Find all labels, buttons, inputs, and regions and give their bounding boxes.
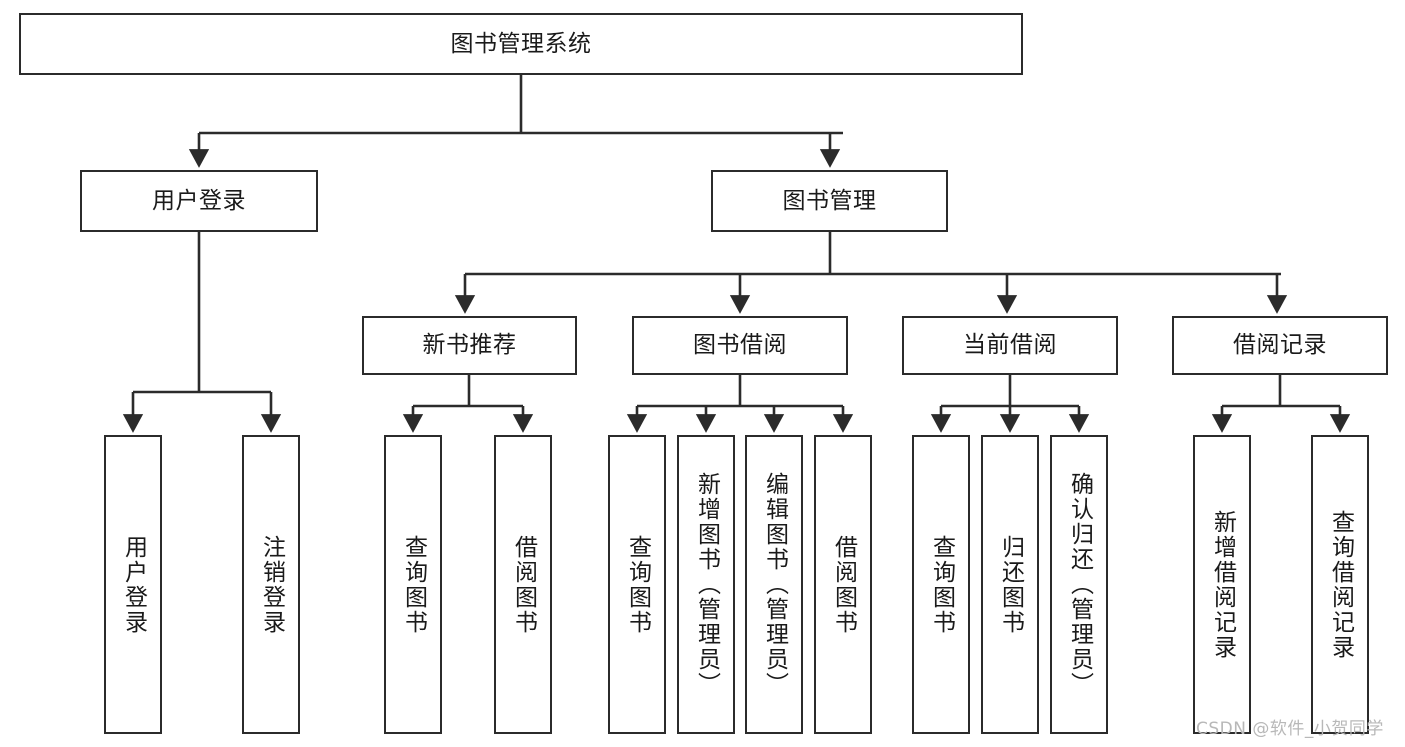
leaf-record-query-borrow-record[interactable]: 查询借阅记录 (1311, 435, 1369, 734)
node-label: 编辑图书（管理员） (761, 472, 788, 697)
leaf-borrow-add-book-admin[interactable]: 新增图书（管理员） (677, 435, 735, 734)
node-label: 查询图书 (400, 534, 427, 635)
csdn-watermark: CSDN @软件_小贺同学 (1196, 719, 1384, 739)
leaf-borrow-query-book[interactable]: 查询图书 (608, 435, 666, 734)
node-label: 用户登录 (120, 534, 147, 635)
node-root-library-system[interactable]: 图书管理系统 (19, 13, 1023, 75)
node-label: 注销登录 (258, 534, 285, 635)
edge-current-to-leaves (930, 375, 1090, 433)
node-label: 归还图书 (997, 534, 1024, 635)
node-label: 查询图书 (624, 534, 651, 635)
node-label: 图书管理系统 (450, 30, 592, 57)
edge-bookmgmt-to-level2 (454, 232, 1288, 314)
node-label: 图书管理 (782, 187, 877, 214)
leaf-user-login[interactable]: 用户登录 (104, 435, 162, 734)
node-borrow-record[interactable]: 借阅记录 (1172, 316, 1388, 375)
edge-recommend-to-leaves (402, 375, 534, 433)
node-label: 借阅图书 (830, 534, 857, 635)
node-label: 图书借阅 (693, 332, 787, 359)
node-label: 新书推荐 (422, 332, 517, 359)
node-user-login[interactable]: 用户登录 (80, 170, 318, 232)
edge-root-to-level1 (188, 75, 843, 168)
node-label: 确认归还（管理员） (1066, 472, 1093, 697)
node-book-management[interactable]: 图书管理 (711, 170, 948, 232)
leaf-current-query-book[interactable]: 查询图书 (912, 435, 970, 734)
node-current-borrow[interactable]: 当前借阅 (902, 316, 1118, 375)
node-label: 借阅图书 (510, 534, 537, 635)
leaf-recommend-query-book[interactable]: 查询图书 (384, 435, 442, 734)
node-label: 查询借阅记录 (1327, 509, 1354, 660)
node-new-book-recommend[interactable]: 新书推荐 (362, 316, 577, 375)
node-label: 新增图书（管理员） (693, 472, 720, 697)
edge-userlogin-to-leaves (122, 232, 282, 433)
node-label: 新增借阅记录 (1209, 509, 1236, 660)
leaf-current-return-book[interactable]: 归还图书 (981, 435, 1039, 734)
edge-record-to-leaves (1211, 375, 1351, 433)
node-label: 查询图书 (928, 534, 955, 635)
leaf-recommend-borrow-book[interactable]: 借阅图书 (494, 435, 552, 734)
node-book-borrow[interactable]: 图书借阅 (632, 316, 848, 375)
leaf-current-confirm-return-admin[interactable]: 确认归还（管理员） (1050, 435, 1108, 734)
leaf-record-add-borrow-record[interactable]: 新增借阅记录 (1193, 435, 1251, 734)
node-label: 用户登录 (152, 187, 246, 214)
leaf-borrow-edit-book-admin[interactable]: 编辑图书（管理员） (745, 435, 803, 734)
node-label: 借阅记录 (1233, 332, 1327, 359)
leaf-user-logout[interactable]: 注销登录 (242, 435, 300, 734)
leaf-borrow-borrow-book[interactable]: 借阅图书 (814, 435, 872, 734)
node-label: 当前借阅 (963, 332, 1057, 359)
edge-borrow-to-leaves (626, 375, 854, 433)
